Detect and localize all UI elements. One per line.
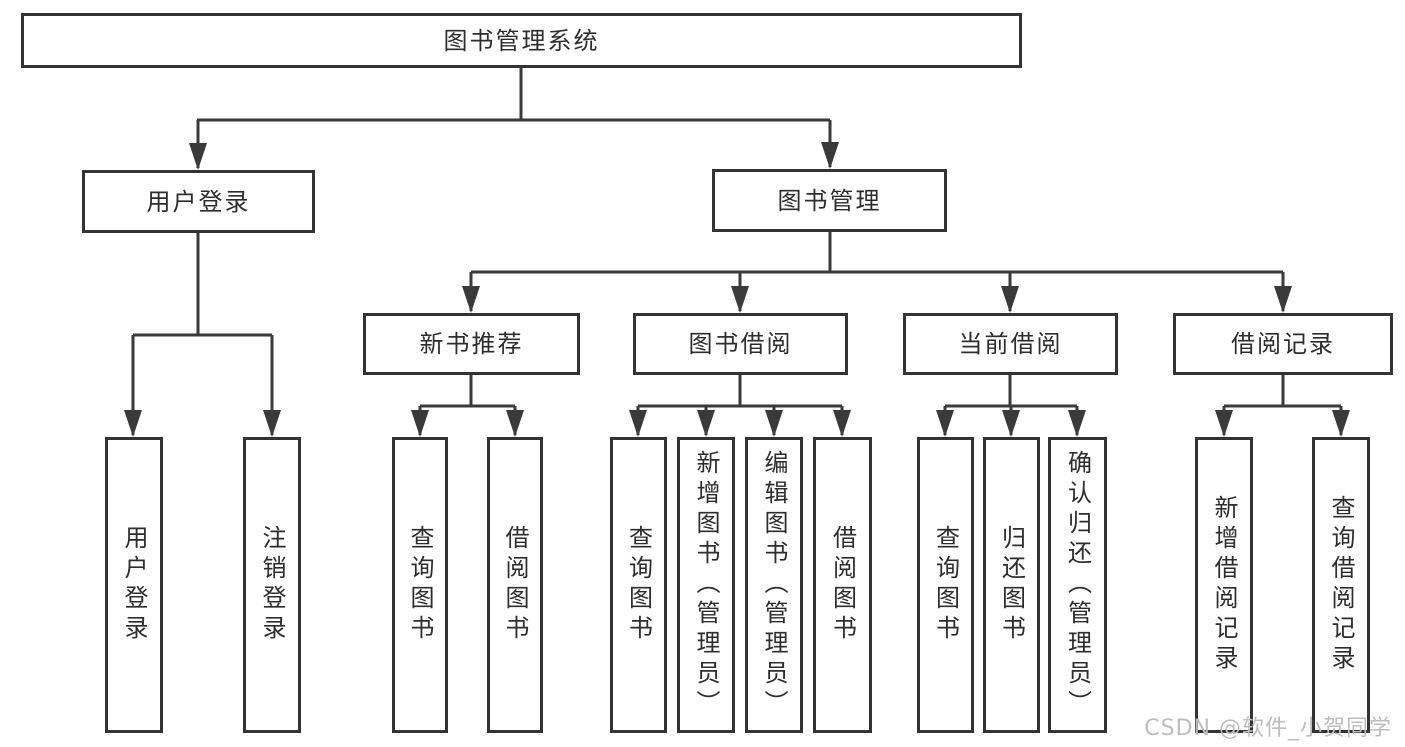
leaf-edit-book-admin: 编辑图书（管理员）	[745, 437, 803, 733]
node-label: 图书管理	[777, 186, 882, 215]
node-label: 用户登录	[146, 187, 251, 216]
node-new-book-recommend: 新书推荐	[363, 313, 580, 375]
csdn-watermark: CSDN @软件_小贺同学	[1144, 716, 1392, 741]
leaf-user-login: 用户登录	[105, 437, 163, 733]
node-label: 查询图书	[406, 525, 434, 645]
node-borrowing-records: 借阅记录	[1173, 313, 1393, 375]
leaf-borrow-books-borrowing: 借阅图书	[813, 437, 872, 733]
node-label: 借阅图书	[828, 525, 857, 645]
leaf-query-borrow-record: 查询借阅记录	[1312, 437, 1370, 733]
node-label: 归还图书	[997, 525, 1026, 645]
node-label: 注销登录	[258, 525, 286, 645]
node-label: 图书借阅	[688, 330, 793, 358]
node-current-borrowing: 当前借阅	[903, 313, 1118, 375]
root-node: 图书管理系统	[21, 13, 1022, 68]
leaf-add-book-admin: 新增图书（管理员）	[677, 437, 735, 733]
leaf-query-books-borrowing: 查询图书	[610, 437, 667, 733]
node-label: 当前借阅	[958, 330, 1063, 358]
leaf-add-borrow-record: 新增借阅记录	[1195, 437, 1253, 733]
arrowhead-icons	[124, 142, 1350, 437]
node-label: 图书管理系统	[443, 26, 600, 55]
node-label: 新增图书（管理员）	[692, 450, 720, 720]
tree-edges	[131, 68, 1343, 435]
node-label: 查询借阅记录	[1327, 495, 1355, 675]
leaf-logout: 注销登录	[243, 437, 301, 733]
leaf-return-book: 归还图书	[983, 437, 1040, 733]
leaf-query-books-recommend: 查询图书	[392, 437, 448, 733]
node-label: 新增借阅记录	[1210, 495, 1238, 675]
node-label: 确认归还（管理员）	[1063, 450, 1092, 720]
leaf-borrow-books-recommend: 借阅图书	[487, 437, 543, 733]
leaf-query-books-current: 查询图书	[917, 437, 974, 733]
node-label: 借阅记录	[1231, 330, 1335, 358]
leaf-confirm-return-admin: 确认归还（管理员）	[1048, 437, 1107, 733]
node-label: 新书推荐	[419, 330, 524, 358]
node-label: 用户登录	[120, 525, 148, 645]
node-book-borrowing: 图书借阅	[633, 313, 848, 375]
branch-user-login-node: 用户登录	[82, 170, 315, 233]
node-label: 查询图书	[931, 525, 960, 645]
node-label: 编辑图书（管理员）	[760, 450, 788, 720]
branch-book-management-node: 图书管理	[712, 169, 947, 232]
node-label: 查询图书	[624, 525, 653, 645]
node-label: 借阅图书	[501, 525, 529, 645]
